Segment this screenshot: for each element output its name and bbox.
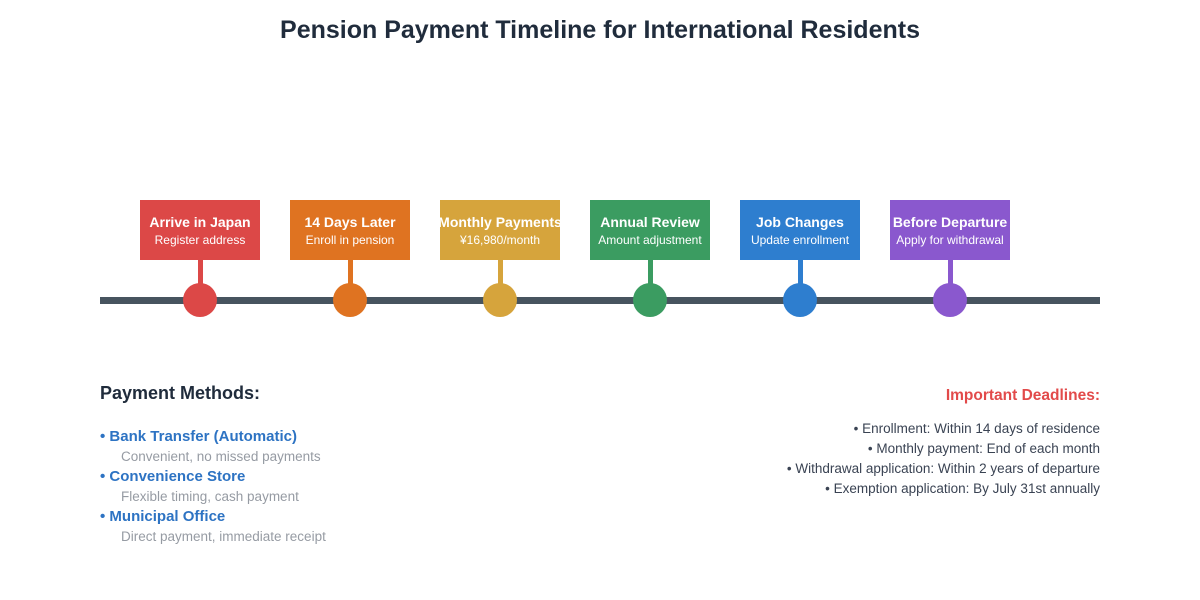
event-dot: [933, 283, 967, 317]
event-box: 14 Days Later Enroll in pension: [290, 200, 410, 260]
event-dot: [333, 283, 367, 317]
event-stem: [647, 260, 653, 286]
event-subtitle: Update enrollment: [750, 232, 850, 247]
payment-method-description: Direct payment, immediate receipt: [121, 529, 326, 544]
page-title: Pension Payment Timeline for Internation…: [280, 16, 920, 44]
event-title: Annual Review: [600, 213, 700, 230]
important-deadlines-heading: Important Deadlines:: [945, 387, 1100, 404]
event-title: Job Changes: [756, 213, 844, 230]
event-dot: [633, 283, 667, 317]
event-box: Before Departure Apply for withdrawal: [890, 200, 1010, 260]
payment-method-label: • Bank Transfer (Automatic): [100, 428, 297, 445]
event-subtitle: Register address: [154, 232, 246, 247]
event-title: Monthly Payments: [438, 213, 562, 230]
timeline-event-14-days-later: 14 Days Later Enroll in pension: [290, 200, 410, 340]
event-box: Annual Review Amount adjustment: [590, 200, 710, 260]
timeline-event-annual-review: Annual Review Amount adjustment: [590, 200, 710, 340]
event-subtitle: ¥16,980/month: [459, 232, 541, 247]
payment-methods-section: Payment Methods: • Bank Transfer (Automa…: [100, 382, 520, 547]
event-subtitle: Apply for withdrawal: [896, 232, 1004, 247]
event-title: Before Departure: [892, 213, 1008, 230]
event-subtitle: Amount adjustment: [598, 232, 702, 247]
timeline-event-arrive-in-japan: Arrive in Japan Register address: [140, 200, 260, 340]
timeline-event-before-departure: Before Departure Apply for withdrawal: [890, 200, 1010, 340]
list-item: • Enrollment: Within 14 days of residenc…: [853, 421, 1100, 436]
event-subtitle: Enroll in pension: [305, 232, 395, 247]
event-dot: [483, 283, 517, 317]
list-item: • Bank Transfer (Automatic) Convenient, …: [100, 427, 520, 467]
payment-method-label: • Municipal Office: [100, 508, 226, 525]
payment-methods-heading: Payment Methods:: [100, 383, 261, 403]
event-stem: [797, 260, 803, 286]
event-title: Arrive in Japan: [149, 213, 251, 230]
event-dot: [783, 283, 817, 317]
event-dot: [183, 283, 217, 317]
event-box: Monthly Payments ¥16,980/month: [438, 200, 562, 260]
timeline-event-job-changes: Job Changes Update enrollment: [740, 200, 860, 340]
list-item: • Withdrawal application: Within 2 years…: [786, 461, 1100, 476]
event-box: Job Changes Update enrollment: [740, 200, 860, 260]
payment-methods-list: • Bank Transfer (Automatic) Convenient, …: [100, 427, 520, 547]
payment-method-description: Flexible timing, cash payment: [121, 489, 299, 504]
event-stem: [497, 260, 503, 286]
event-stem: [197, 260, 203, 286]
event-box: Arrive in Japan Register address: [140, 200, 260, 260]
event-title: 14 Days Later: [304, 213, 396, 230]
important-deadlines-section: Important Deadlines: • Enrollment: Withi…: [620, 387, 1100, 499]
list-item: • Municipal Office Direct payment, immed…: [100, 507, 520, 547]
payment-method-description: Convenient, no missed payments: [121, 449, 321, 464]
list-item: • Convenience Store Flexible timing, cas…: [100, 467, 520, 507]
payment-method-label: • Convenience Store: [100, 468, 246, 485]
event-stem: [947, 260, 953, 286]
important-deadlines-list: • Enrollment: Within 14 days of residenc…: [620, 419, 1100, 499]
timeline-line: [100, 297, 1100, 304]
list-item: • Monthly payment: End of each month: [867, 441, 1100, 456]
event-stem: [347, 260, 353, 286]
timeline-event-monthly-payments: Monthly Payments ¥16,980/month: [438, 200, 562, 340]
list-item: • Exemption application: By July 31st an…: [825, 481, 1100, 496]
